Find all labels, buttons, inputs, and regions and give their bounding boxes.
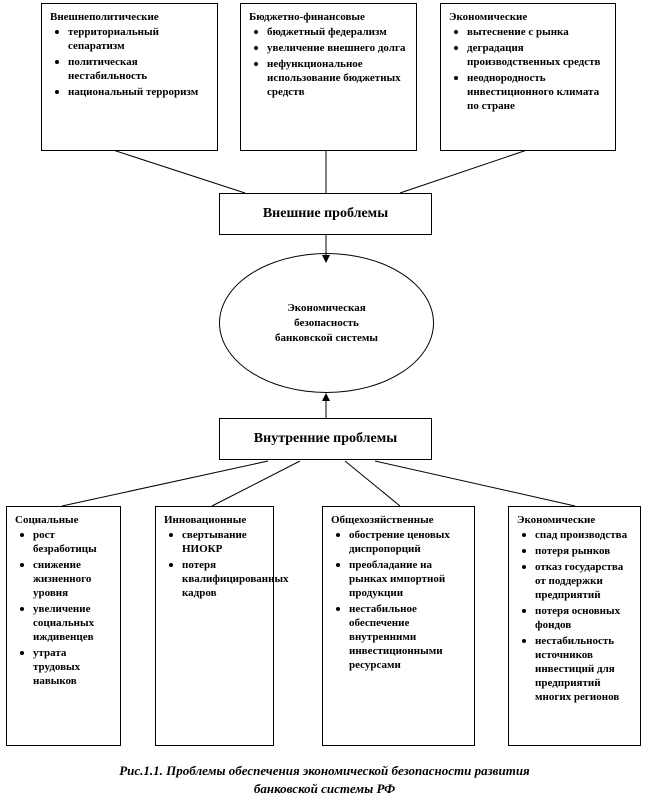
list-item: территориальный сепаратизм bbox=[55, 25, 213, 53]
list-item: обострение ценовых диспропорций bbox=[336, 528, 470, 556]
list-item: национальный терроризм bbox=[55, 85, 213, 99]
connector bbox=[374, 460, 576, 507]
connector bbox=[61, 460, 269, 507]
list-item: потеря рынков bbox=[522, 544, 636, 558]
list-item: преобладание на рынках импортной продукц… bbox=[336, 558, 470, 600]
group-title: Социальные bbox=[15, 514, 79, 526]
connector bbox=[399, 149, 528, 194]
group-title: Экономические bbox=[517, 514, 596, 526]
internal-group-economic: Экономические спад производства потеря ры… bbox=[508, 506, 641, 746]
connector bbox=[112, 149, 246, 194]
list-item: утрата трудовых навыков bbox=[20, 646, 116, 688]
group-title: Общехозяйственные bbox=[331, 514, 434, 526]
list-item: потеря основных фондов bbox=[522, 604, 636, 632]
list-item: нестабильное обеспечение внутренними инв… bbox=[336, 602, 470, 672]
group-title: Экономические bbox=[449, 11, 528, 23]
center-label: Экономическая безопасность банковской си… bbox=[275, 301, 378, 344]
connector bbox=[344, 460, 401, 507]
internal-group-general: Общехозяйственные обострение ценовых дис… bbox=[322, 506, 475, 746]
internal-problems-box: Внутренние проблемы bbox=[219, 418, 432, 460]
group-title: Инновационные bbox=[164, 514, 247, 526]
list-item: деградация производственных средств bbox=[454, 41, 611, 69]
group-title: Бюджетно-финансовые bbox=[249, 11, 365, 23]
list-item: нефункциональное использование бюджетных… bbox=[254, 57, 412, 99]
figure-caption: Рис.1.1. Проблемы обеспечения экономичес… bbox=[0, 762, 649, 798]
list-item: потеря квалифицированных кадров bbox=[169, 559, 289, 599]
caption-line-1: Рис.1.1. Проблемы обеспечения экономичес… bbox=[119, 763, 530, 778]
list-item: рост безработицы bbox=[20, 528, 116, 556]
list-item: политическая нестабильность bbox=[55, 55, 213, 83]
connector bbox=[211, 460, 301, 507]
list-item: увеличение социальных иждивенцев bbox=[20, 602, 116, 644]
caption-line-2: банковской системы РФ bbox=[253, 781, 396, 796]
external-group-political: Внешнеполитические территориальный сепар… bbox=[41, 3, 218, 151]
central-ellipse: Экономическая безопасность банковской си… bbox=[219, 253, 434, 393]
list-item: неоднородность инвестиционного климата п… bbox=[454, 71, 611, 113]
list-item: снижение жизненного уровня bbox=[20, 558, 116, 600]
list-item: увеличение внешнего долга bbox=[254, 41, 412, 55]
list-item: отказ государства от поддержки предприят… bbox=[522, 560, 636, 602]
external-group-economic: Экономические вытеснение с рынка деградац… bbox=[440, 3, 616, 151]
internal-group-innovation: Инновационные свертывание НИОКР потеря кв… bbox=[155, 506, 289, 746]
external-group-budget: Бюджетно-финансовые бюджетный федерализм… bbox=[240, 3, 417, 151]
list-item: вытеснение с рынка bbox=[454, 25, 611, 39]
list-item: свертывание НИОКР bbox=[169, 528, 269, 556]
group-title: Внешнеполитические bbox=[50, 11, 159, 23]
list-item: спад производства bbox=[522, 528, 636, 542]
list-item: бюджетный федерализм bbox=[254, 25, 412, 39]
list-item: нестабильность источников инвестиций для… bbox=[522, 634, 636, 704]
external-problems-box: Внешние проблемы bbox=[219, 193, 432, 235]
